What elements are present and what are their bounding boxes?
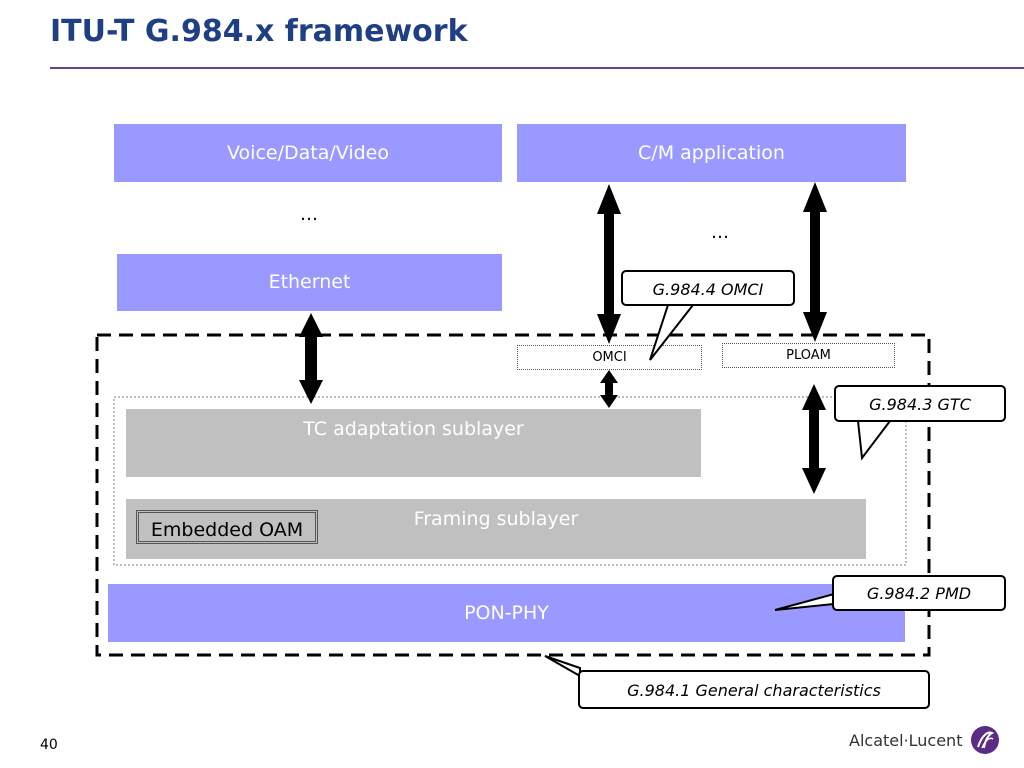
company-logo: Alcatel·Lucent: [849, 725, 1000, 755]
cm-application-box: C/M application: [517, 124, 906, 182]
general-callout-pointer: [544, 655, 581, 678]
ethernet-tc-arrow: [299, 313, 323, 404]
ethernet-box: Ethernet: [117, 254, 502, 311]
cm-ploam-arrow: [803, 182, 827, 342]
gtc-callout-pointer: [856, 420, 893, 461]
title-divider: [50, 67, 1024, 69]
omci-spec-callout: G.984.4 OMCI: [621, 270, 795, 306]
general-spec-callout: G.984.1 General characteristics: [578, 670, 930, 709]
cm-omci-arrow: [597, 184, 621, 344]
pon-phy-box: PON-PHY: [108, 584, 905, 642]
embedded-oam-box: Embedded OAM: [136, 510, 318, 544]
voice-data-video-box: Voice/Data/Video: [114, 124, 502, 182]
tc-adaptation-sublayer: TC adaptation sublayer: [126, 409, 701, 477]
page-number: 40: [40, 737, 58, 753]
omci-tc-arrow: [600, 370, 618, 408]
omci-box: OMCI: [517, 345, 702, 370]
ploam-framing-arrow: [802, 384, 826, 494]
ploam-box: PLOAM: [722, 343, 895, 368]
pmd-callout-pointer: [774, 592, 835, 611]
omci-callout-pointer: [649, 304, 696, 361]
gtc-sublayer-boundary: [113, 396, 907, 566]
gtc-pmd-boundary: [95, 333, 931, 657]
logo-text: Alcatel·Lucent: [849, 730, 963, 750]
framing-sublayer-label: Framing sublayer: [413, 508, 579, 530]
ellipsis-left: …: [300, 204, 318, 225]
alcatel-lucent-swirl-icon: [971, 726, 1000, 754]
pmd-spec-callout: G.984.2 PMD: [832, 575, 1006, 611]
gtc-spec-callout: G.984.3 GTC: [834, 385, 1006, 422]
ellipsis-right: …: [711, 222, 729, 243]
slide-title: ITU-T G.984.x framework: [50, 14, 468, 49]
